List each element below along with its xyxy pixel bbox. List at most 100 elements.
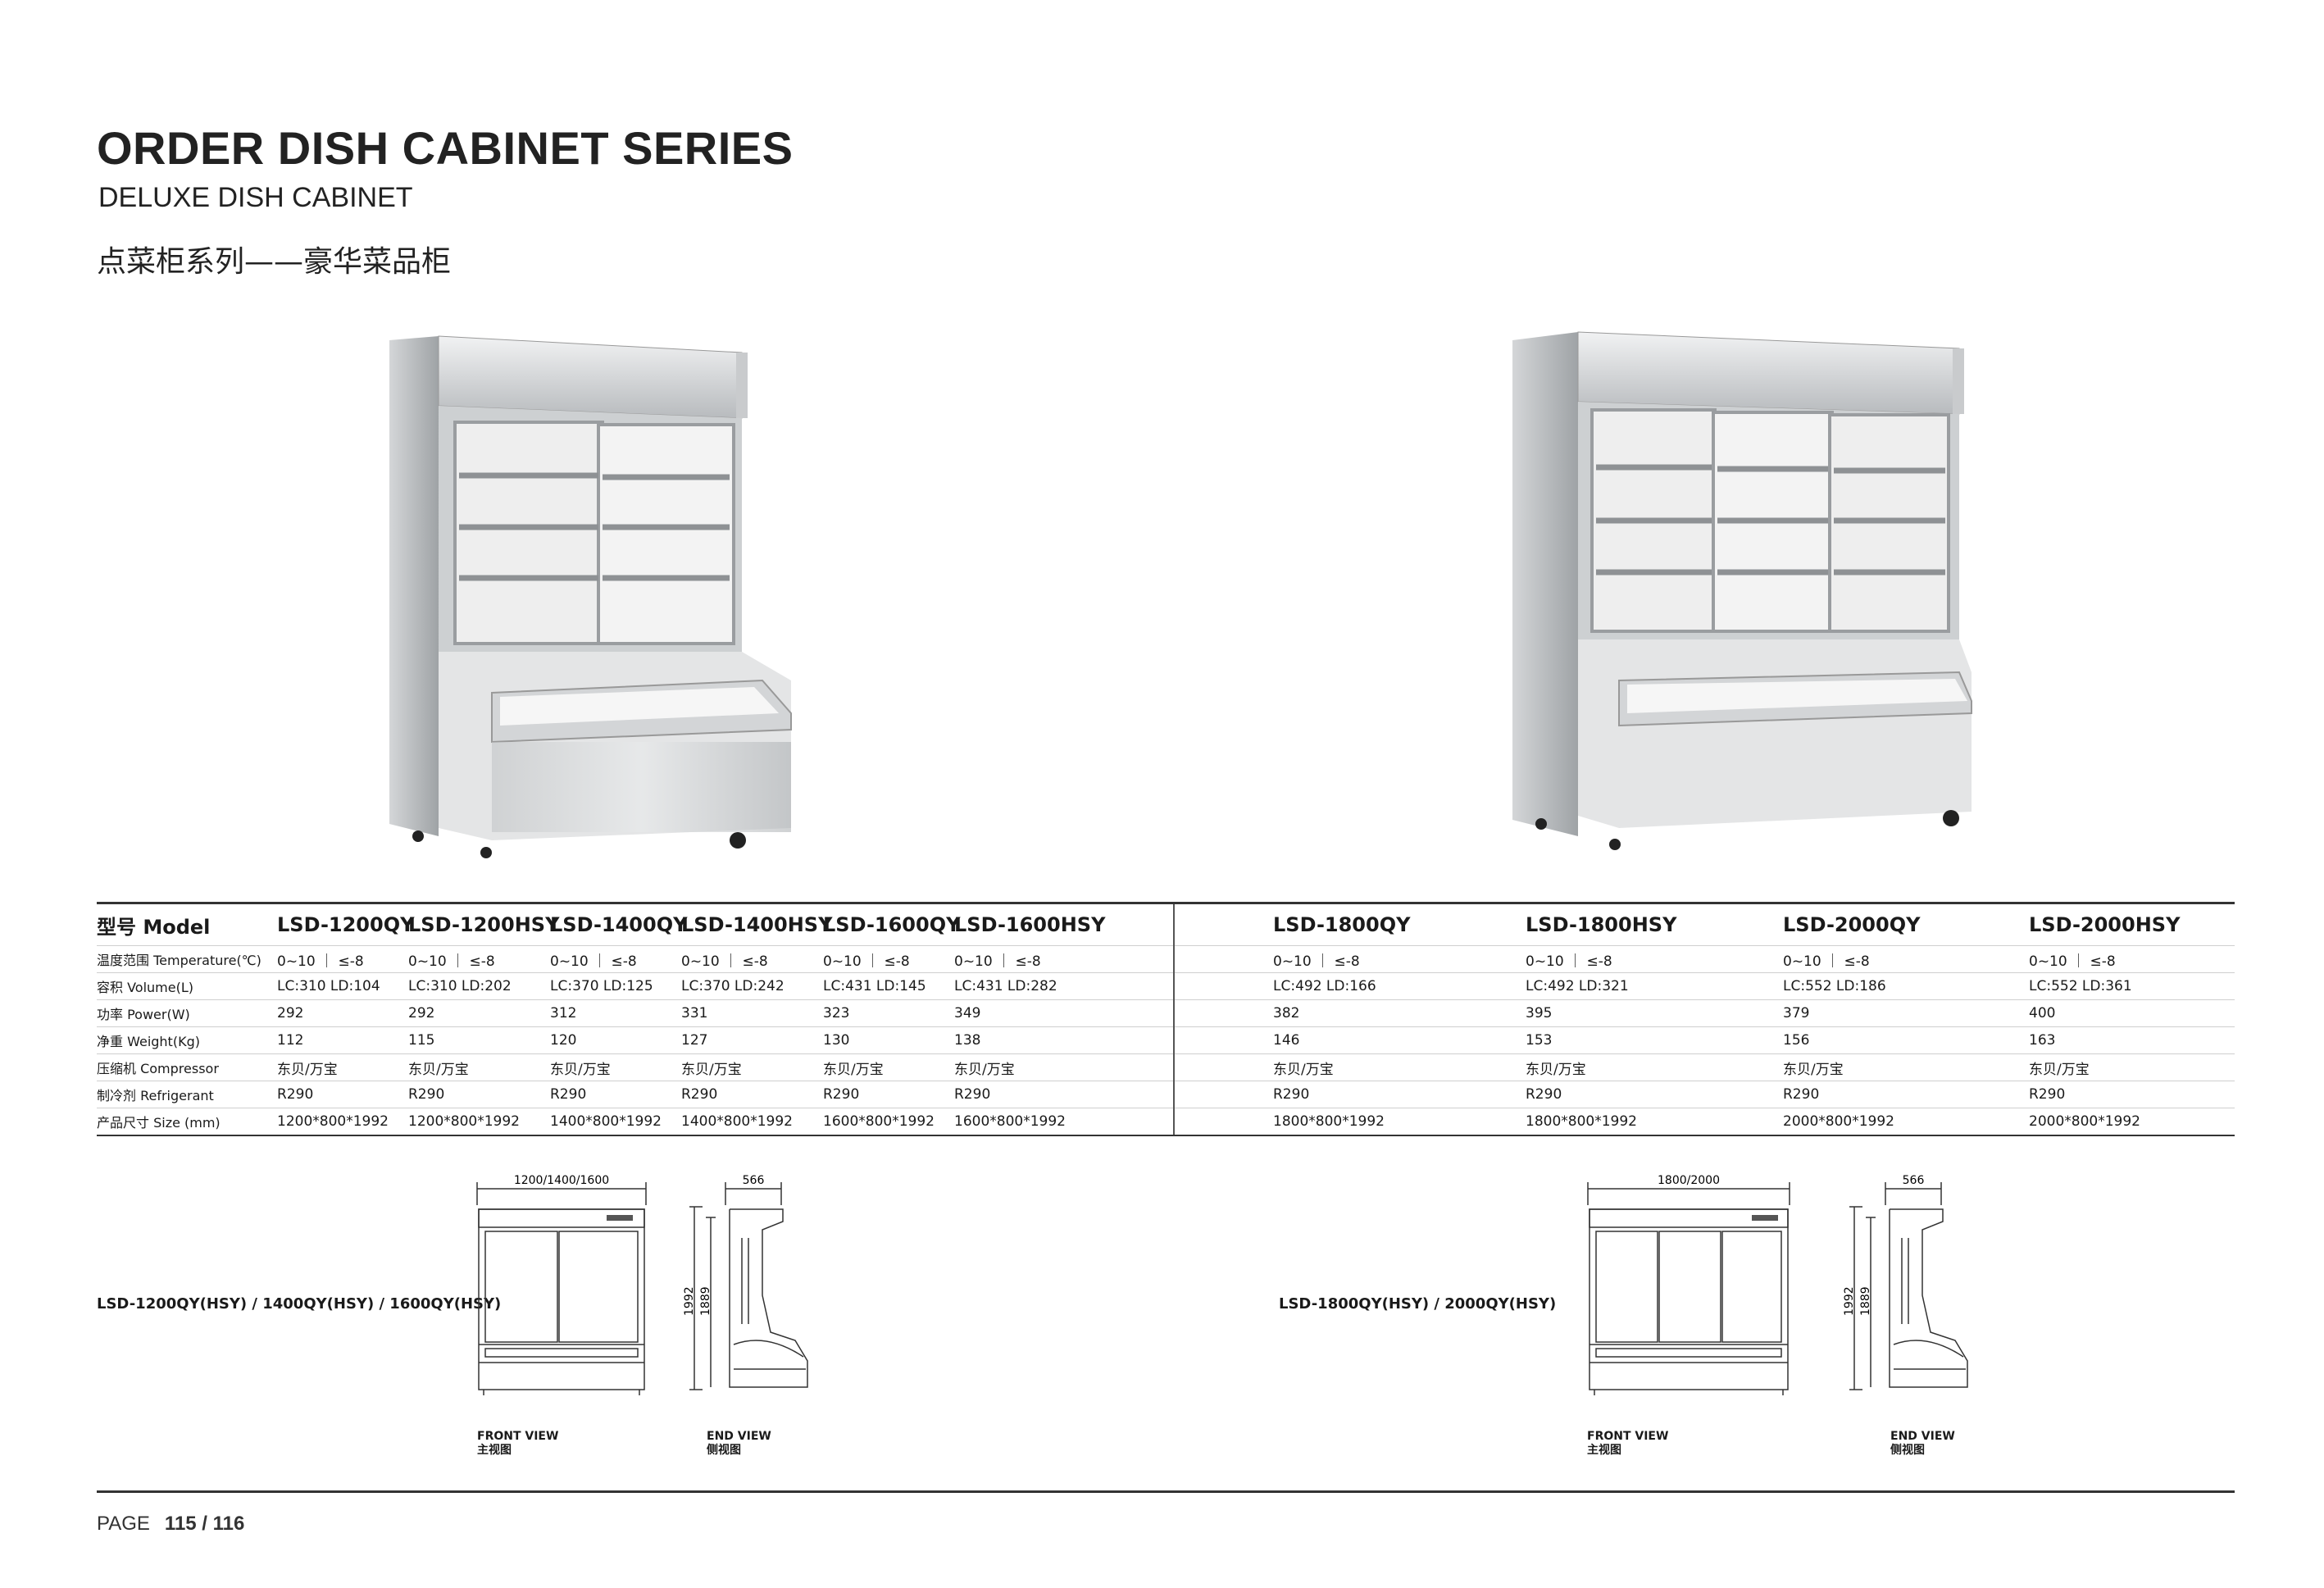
height-dimension-left: 1992 [683,1286,696,1316]
row-label: 制冷剂 Refrigerant [97,1081,271,1108]
table-cell: 1600*800*1992 [816,1108,948,1136]
end-view-caption-right: END VIEW 侧视图 [1890,1430,1955,1458]
row-label: 功率 Power(W) [97,999,271,1027]
table-cell: LC:310 LD:104 [271,972,402,1000]
model-header-cell: LSD-1600HSY [948,902,1174,946]
drawing-label-right: LSD-1800QY(HSY) / 2000QY(HSY) [1279,1295,1557,1313]
table-cell: 东贝/万宝 [543,1053,675,1081]
inner-height-dimension-right: 1889 [1859,1286,1872,1316]
table-cell: LC:552 LD:361 [1965,972,2235,1000]
table-cell: LC:310 LD:202 [402,972,543,1000]
table-cell: 120 [543,1026,675,1054]
table-cell: 2000*800*1992 [1719,1108,1965,1136]
table-cell: 1200*800*1992 [402,1108,543,1136]
model-header: 型号 Model [97,902,271,946]
model-header-cell: LSD-1200QY [271,902,414,946]
table-cell: 东贝/万宝 [1965,1053,2235,1081]
drawing-label-left: LSD-1200QY(HSY) / 1400QY(HSY) / 1600QY(H… [97,1295,502,1313]
model-header-cell: LSD-1800HSY [1462,902,1719,946]
table-cell: 0~10 ｜ ≤-8 [675,945,816,973]
table-cell: 东贝/万宝 [271,1053,402,1081]
table-cell: 331 [675,999,816,1027]
model-header-cell: LSD-1800QY [1173,902,1462,946]
table-cell: R290 [816,1081,948,1108]
page-word: PAGE [97,1513,150,1535]
table-cell: R290 [1719,1081,1965,1108]
table-cell: 292 [402,999,543,1027]
caption-cn: 侧视图 [1890,1444,1925,1457]
table-cell: 东贝/万宝 [1719,1053,1965,1081]
table-cell: 东贝/万宝 [1462,1053,1719,1081]
table-cell: 1400*800*1992 [675,1108,816,1136]
depth-dimension-left: 566 [743,1174,765,1187]
table-cell: R290 [675,1081,816,1108]
table-cell: LC:370 LD:125 [543,972,675,1000]
model-header-cell: LSD-2000QY [1719,902,1965,946]
model-header-cell: LSD-1400HSY [675,902,832,946]
table-cell: 400 [1965,999,2235,1027]
table-cell: 138 [948,1026,1174,1054]
table-cell: 2000*800*1992 [1965,1108,2235,1136]
table-cell: 156 [1719,1026,1965,1054]
caption-en: FRONT VIEW [477,1430,559,1443]
front-view-caption-left: FRONT VIEW 主视图 [477,1430,558,1458]
table-cell: LC:370 LD:242 [675,972,816,1000]
row-label: 容积 Volume(L) [97,972,271,1000]
table-cell: R290 [948,1081,1174,1108]
table-cell: LC:492 LD:321 [1462,972,1719,1000]
row-label: 产品尺寸 Size (mm) [97,1108,271,1136]
table-cell: 0~10 ｜ ≤-8 [402,945,543,973]
table-cell: 东贝/万宝 [948,1053,1174,1081]
caption-cn: 主视图 [1587,1444,1621,1457]
table-cell: LC:552 LD:186 [1719,972,1965,1000]
specification-table: 型号 Model LSD-1200QY LSD-1200HSY LSD-1400… [97,902,2235,1136]
table-cell: 395 [1462,999,1719,1027]
table-cell: 115 [402,1026,543,1054]
table-cell: R290 [402,1081,543,1108]
table-cell: R290 [1462,1081,1719,1108]
table-cell: 146 [1173,1026,1462,1054]
width-dimension-right: 1800/2000 [1658,1174,1720,1187]
table-cell: 东贝/万宝 [1173,1053,1462,1081]
table-cell: 0~10 ｜ ≤-8 [543,945,675,973]
table-cell: 东贝/万宝 [675,1053,816,1081]
table-cell: 1400*800*1992 [543,1108,675,1136]
table-cell: R290 [271,1081,402,1108]
front-view-caption-right: FRONT VIEW 主视图 [1587,1430,1668,1458]
table-cell: LC:431 LD:145 [816,972,948,1000]
model-header-cell: LSD-1600QY [816,902,960,946]
table-cell: 127 [675,1026,816,1054]
page-indicator: PAGE 115 / 116 [97,1513,244,1536]
page-title: ORDER DISH CABINET SERIES [97,122,794,174]
table-cell: 312 [543,999,675,1027]
table-cell: 323 [816,999,948,1027]
product-image-2-door-cabinet [389,335,792,858]
table-cell: 0~10 ｜ ≤-8 [1173,945,1462,973]
table-cell: R290 [543,1081,675,1108]
row-label: 温度范围 Temperature(℃) [97,945,271,973]
model-header-cell: LSD-1400QY [543,902,687,946]
width-dimension-left: 1200/1400/1600 [514,1174,609,1187]
page-number: 115 / 116 [164,1513,245,1535]
table-cell: 112 [271,1026,402,1054]
table-cell: 0~10 ｜ ≤-8 [816,945,948,973]
depth-dimension-right: 566 [1903,1174,1925,1187]
footer-divider [97,1490,2235,1493]
table-cell: 1800*800*1992 [1173,1108,1462,1136]
table-cell: 0~10 ｜ ≤-8 [948,945,1174,973]
table-cell: R290 [1965,1081,2235,1108]
end-view-caption-left: END VIEW 侧视图 [707,1430,771,1458]
table-cell: 292 [271,999,402,1027]
table-cell: 382 [1173,999,1462,1027]
table-cell: LC:431 LD:282 [948,972,1174,1000]
caption-en: FRONT VIEW [1587,1430,1669,1443]
inner-height-dimension-left: 1889 [699,1286,712,1316]
table-cell: 1200*800*1992 [271,1108,402,1136]
table-cell: R290 [1173,1081,1462,1108]
